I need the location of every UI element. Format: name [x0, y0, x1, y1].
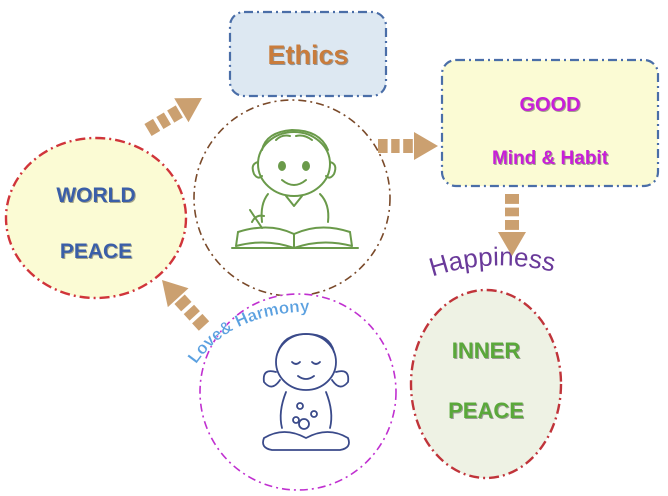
world-peace-line2: PEACE: [60, 240, 132, 263]
girl-node: [199, 293, 397, 491]
world-peace-node: WORLD PEACE: [4, 136, 188, 300]
girl-meditating-icon: [262, 333, 350, 451]
arrows-group: [144, 98, 526, 331]
inner-peace-node: INNER PEACE: [409, 288, 563, 480]
inner-peace-line1: INNER: [452, 338, 521, 363]
happiness-annotation: Happiness: [426, 241, 559, 282]
boy-node: [193, 99, 391, 297]
good-node: GOOD Mind & Habit: [440, 58, 660, 188]
arrow-boy-to-good: [378, 132, 438, 160]
good-label-line1: GOOD: [519, 94, 580, 116]
world-peace-circle: [4, 136, 188, 300]
ethics-box: [228, 10, 388, 98]
girl-circle: [199, 293, 397, 491]
good-box: [440, 58, 660, 188]
arrow-love-to-world: [162, 280, 210, 331]
arrow-good-to-inner: [498, 194, 526, 256]
boy-reading-book-icon: [231, 129, 359, 249]
inner-peace-circle: [409, 288, 563, 480]
inner-peace-line2: PEACE: [448, 398, 524, 423]
good-label-line2: Mind & Habit: [492, 148, 609, 169]
arrow-world-to-ethics: [144, 98, 202, 137]
ethics-label: Ethics: [267, 40, 348, 70]
ethics-node: Ethics: [228, 10, 388, 98]
world-peace-line1: WORLD: [56, 184, 135, 207]
